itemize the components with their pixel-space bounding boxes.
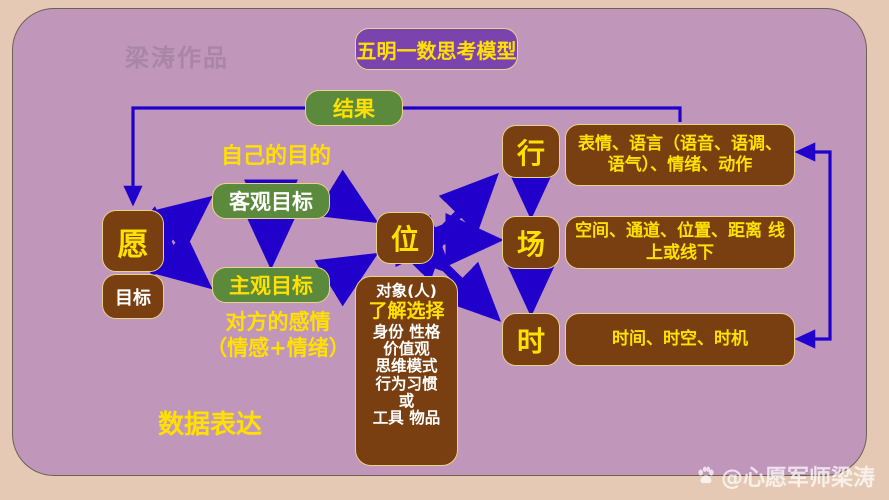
node-goal-label: 目标 <box>115 287 151 309</box>
node-subjective-goal: 主观目标 <box>212 267 330 303</box>
label-data-expression: 数据表达 <box>157 410 262 440</box>
node-field-label: 场 <box>516 227 545 261</box>
watermark-top-left: 梁涛作品 <box>125 44 229 72</box>
node-result: 结果 <box>305 90 403 126</box>
object-line-3: 价值观 <box>383 339 430 358</box>
node-subjective-goal-label: 主观目标 <box>229 274 313 298</box>
object-line-7: 工具 物品 <box>372 409 441 428</box>
node-wish-label: 愿 <box>117 226 149 263</box>
diagram-title: 五明一数思考模型 <box>355 28 518 70</box>
object-line-6: 或 <box>398 392 415 411</box>
node-action: 行 <box>502 125 560 178</box>
node-field-detail: 空间、通道、位置、距离 线上或线下 <box>565 216 795 269</box>
object-line-0: 对象(人) <box>376 282 437 300</box>
node-position-label: 位 <box>390 223 419 256</box>
object-line-1: 了解选择 <box>368 300 445 323</box>
node-time-detail-label: 时间、时空、时机 <box>612 328 748 349</box>
label-other-feeling: 对方的感情 （情感+情绪） <box>190 309 366 362</box>
node-object-detail: 对象(人) 了解选择 身份 性格 价值观 思维模式 行为习惯 或 工具 物品 <box>355 276 458 466</box>
node-result-label: 结果 <box>333 97 375 121</box>
label-self-purpose: 自己的目的 <box>220 144 331 169</box>
node-objective-goal: 客观目标 <box>212 183 330 219</box>
node-wish: 愿 <box>102 210 164 272</box>
node-field-detail-label: 空间、通道、位置、距离 线上或线下 <box>575 221 785 263</box>
node-time-detail: 时间、时空、时机 <box>565 313 795 366</box>
watermark-bottom-right-label: @心愿军师梁涛 <box>720 466 875 491</box>
node-action-detail: 表情、语言（语音、语调、语气）、情绪、动作 <box>565 124 795 186</box>
object-line-4: 思维模式 <box>375 357 438 376</box>
node-action-detail-label: 表情、语言（语音、语调、语气）、情绪、动作 <box>578 133 782 175</box>
node-position: 位 <box>376 212 434 264</box>
baidu-paw-icon <box>698 466 714 484</box>
node-action-label: 行 <box>516 136 545 170</box>
node-time-label: 时 <box>516 324 545 358</box>
object-line-5: 行为习惯 <box>375 374 438 393</box>
watermark-bottom-right: @心愿军师梁涛 <box>695 460 875 492</box>
object-line-2: 身份 性格 <box>372 322 441 341</box>
diagram-title-label: 五明一数思考模型 <box>356 38 517 63</box>
label-other-feeling-line2: （情感+情绪） <box>206 336 350 361</box>
label-other-feeling-line1: 对方的感情 <box>225 310 331 334</box>
node-objective-goal-label: 客观目标 <box>229 190 313 214</box>
node-goal: 目标 <box>102 274 164 319</box>
node-time: 时 <box>502 313 560 366</box>
node-field: 场 <box>502 216 560 269</box>
